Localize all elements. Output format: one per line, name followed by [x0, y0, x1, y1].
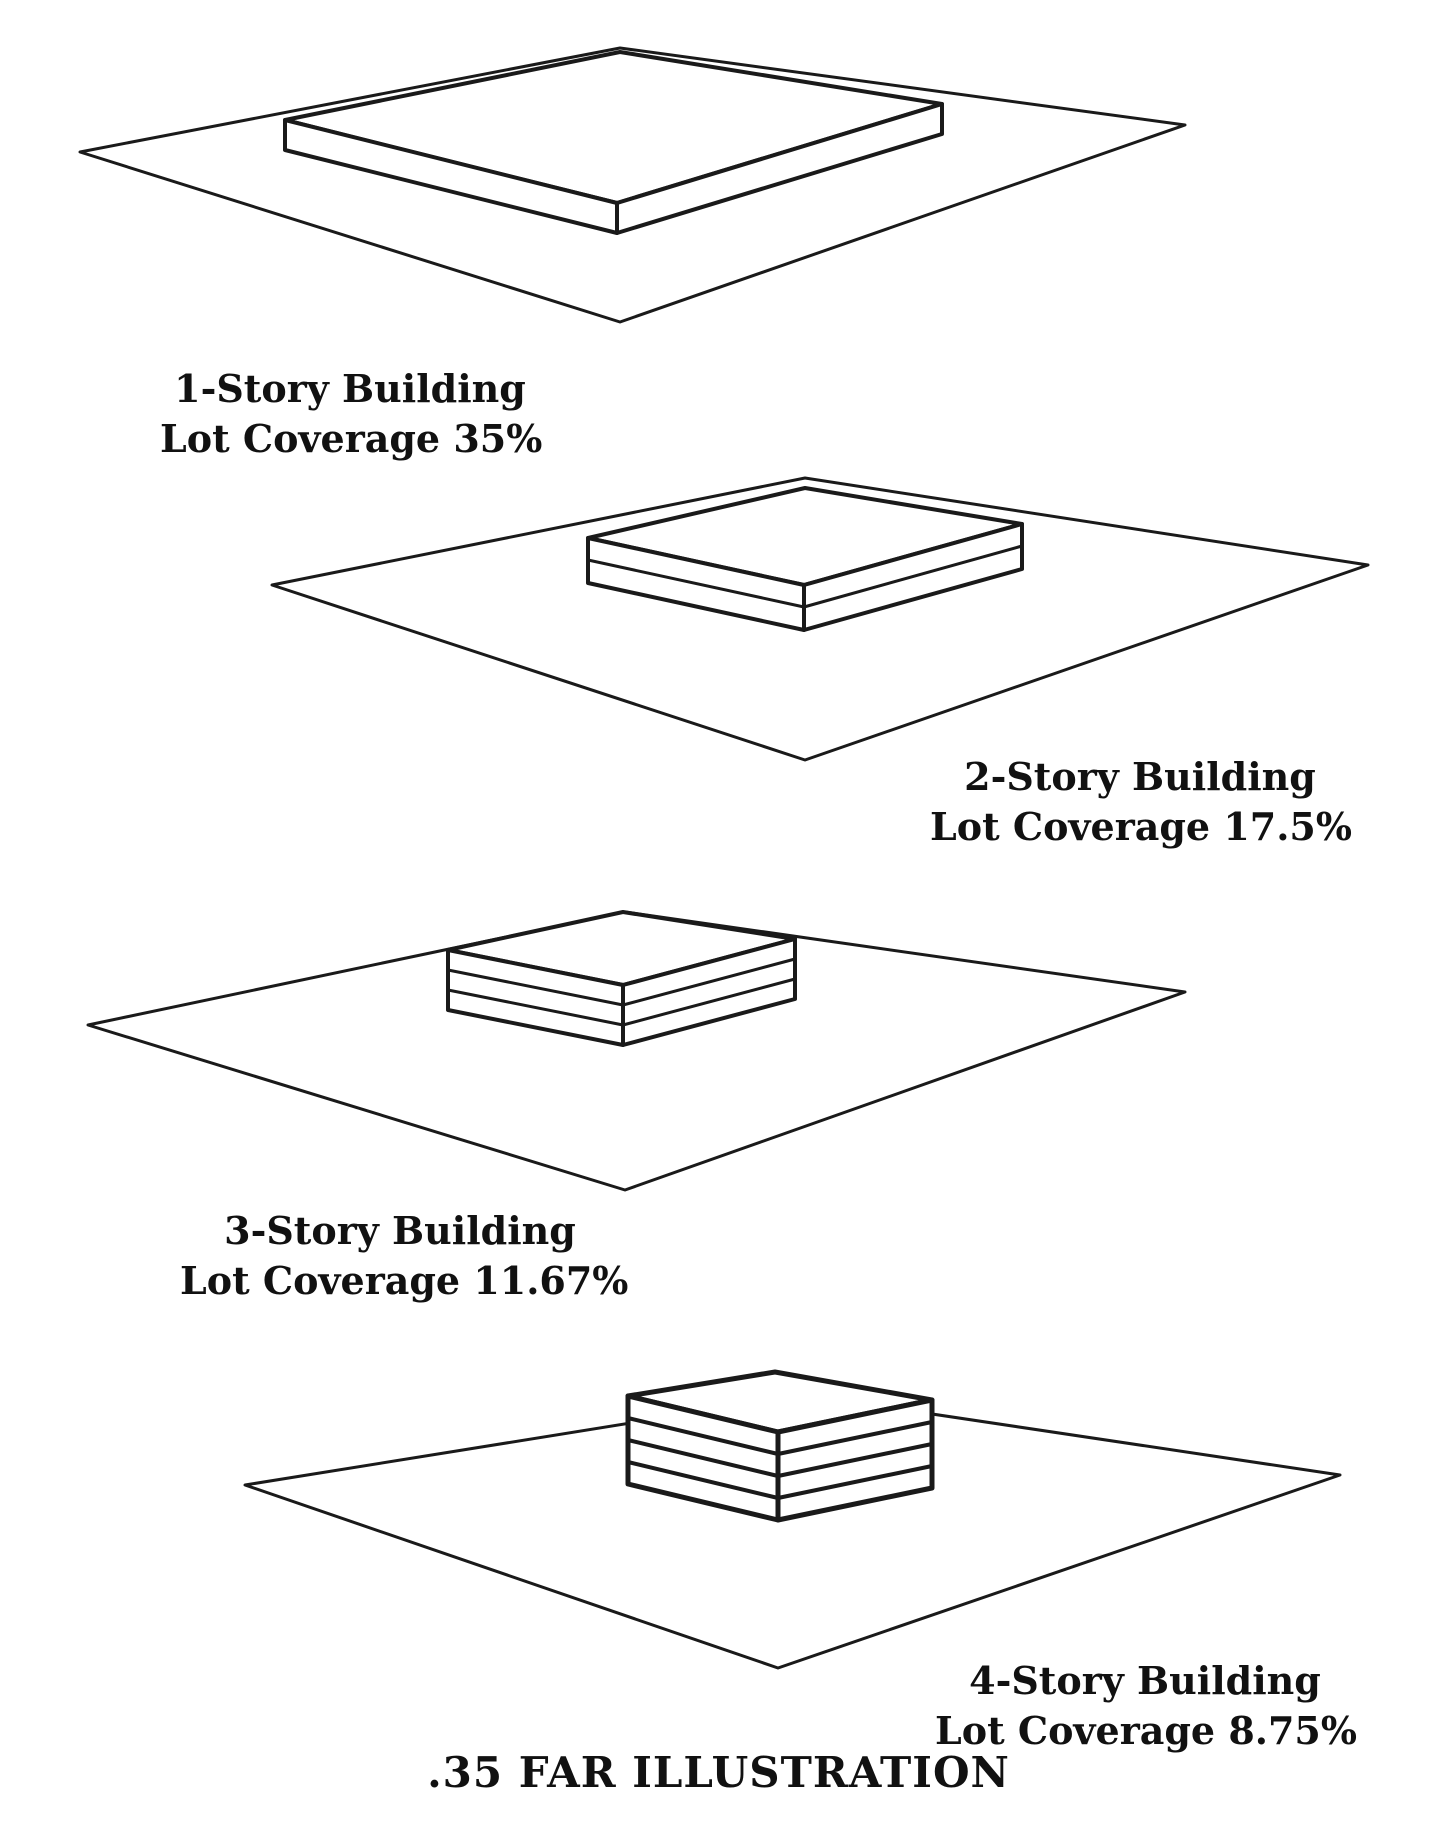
diagram-title: .35 FAR ILLUSTRATION	[427, 1748, 1010, 1797]
panel-2-label: 2-Story Building Lot Coverage 17.5%	[930, 752, 1352, 852]
building-2-floor-line	[586, 558, 806, 609]
building-4-floor-line	[626, 1416, 780, 1456]
building-3-floor-line	[446, 968, 625, 1007]
panel-2-story	[270, 476, 1370, 762]
panel-3-label-line2: Lot Coverage 11.67%	[180, 1258, 629, 1303]
panel-1-label: 1-Story Building Lot Coverage 35%	[160, 364, 543, 464]
panel-2-label-line2: Lot Coverage 17.5%	[930, 804, 1352, 849]
panel-3-label: 3-Story Building Lot Coverage 11.67%	[180, 1206, 629, 1306]
panel-4-story	[243, 1369, 1342, 1670]
panel-3-story	[86, 910, 1187, 1192]
building-4-floor-line	[776, 1442, 934, 1478]
panel-3-label-line1: 3-Story Building	[224, 1208, 576, 1253]
building-1-front-right	[615, 102, 944, 235]
building-3-floor-line	[621, 977, 797, 1027]
panel-1-story	[78, 46, 1187, 324]
building-4-floor-line	[776, 1420, 934, 1456]
panel-4-label: 4-Story Building Lot Coverage 8.75%	[935, 1656, 1357, 1756]
building-4-floor-line	[626, 1460, 780, 1500]
building-3-floor-line	[621, 957, 797, 1007]
panel-1-label-line1: 1-Story Building	[174, 366, 526, 411]
lot-3	[86, 910, 1187, 1192]
panel-1-label-line2: Lot Coverage 35%	[160, 416, 543, 461]
panel-2-label-line1: 2-Story Building	[964, 754, 1316, 799]
panel-4-label-line2: Lot Coverage 8.75%	[935, 1708, 1357, 1753]
building-2-floor-line	[802, 544, 1024, 609]
panel-4-label-line1: 4-Story Building	[969, 1658, 1321, 1703]
building-4-floor-line	[776, 1464, 934, 1500]
building-4-floor-line	[626, 1438, 780, 1478]
lot-4	[243, 1393, 1342, 1670]
building-3-floor-line	[446, 988, 625, 1027]
